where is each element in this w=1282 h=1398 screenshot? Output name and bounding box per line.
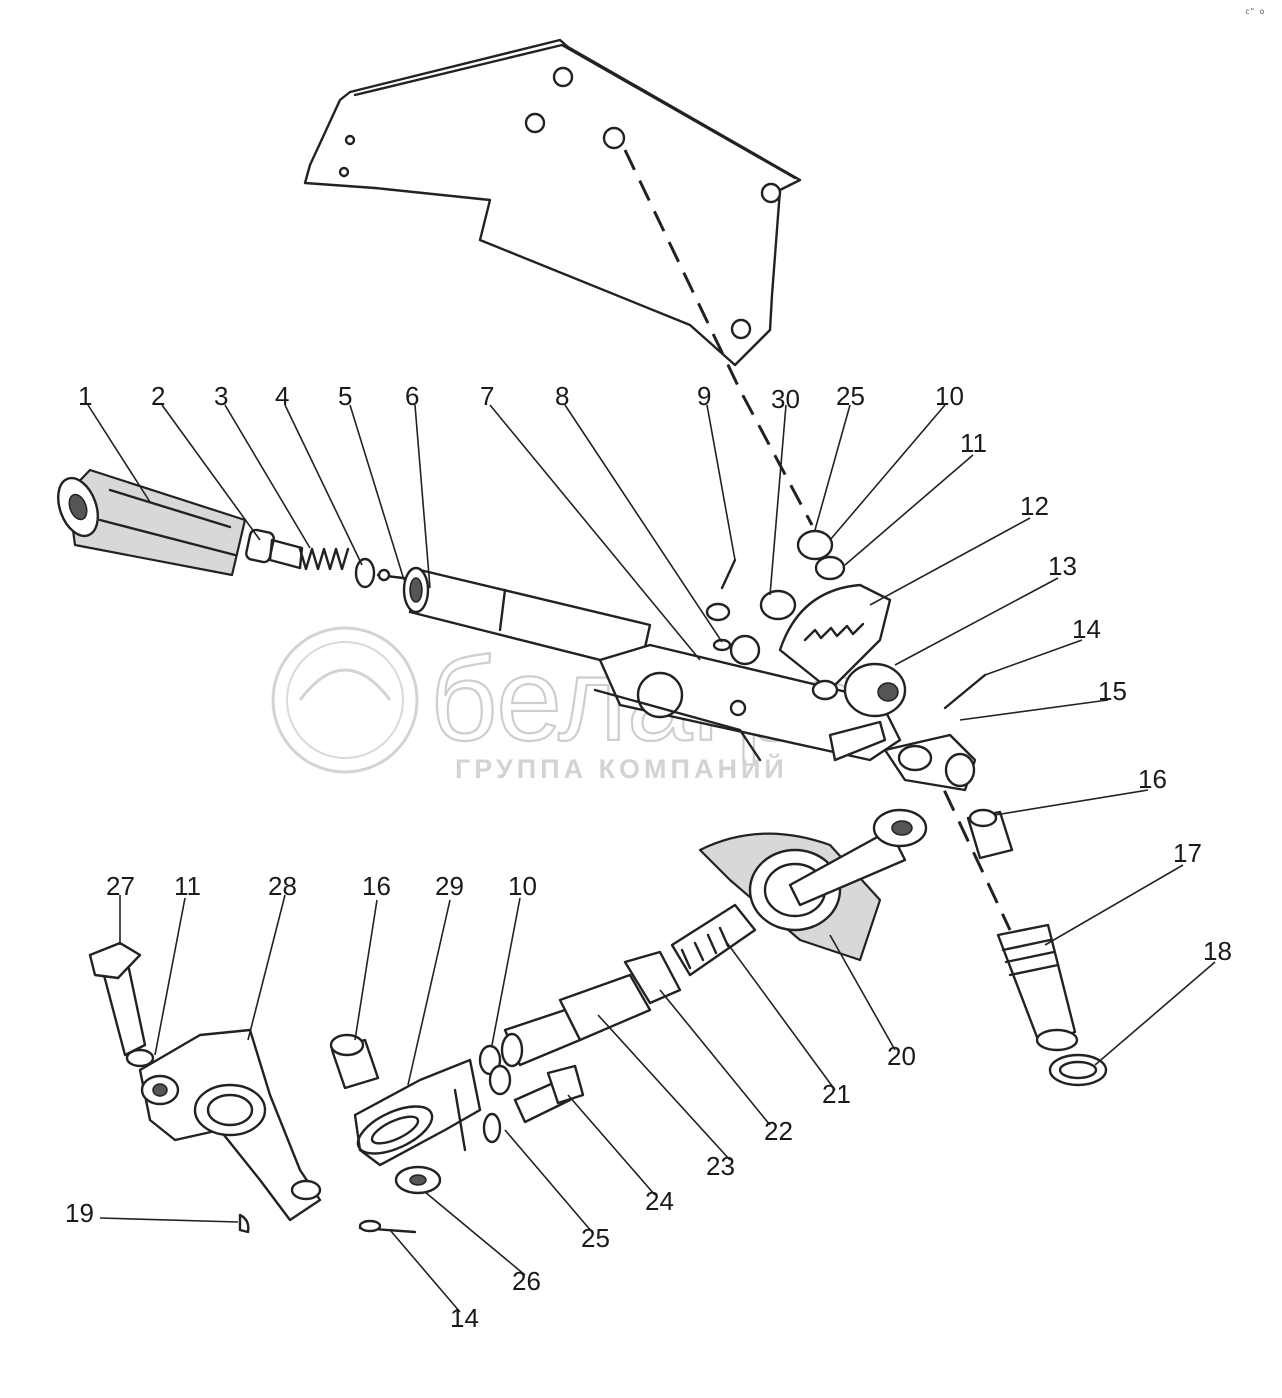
callout-24: 24	[645, 1186, 674, 1216]
handle-grip	[57, 468, 247, 577]
assembly-axis-line	[623, 149, 814, 526]
rod-assembly	[500, 808, 928, 1068]
callout-26: 26	[512, 1266, 541, 1296]
callout-2: 2	[151, 381, 165, 411]
callout-16-top: 16	[1138, 764, 1167, 794]
hardware-top	[705, 529, 846, 622]
pin-16-upper	[966, 808, 1014, 860]
callout-12: 12	[1020, 491, 1049, 521]
callout-18: 18	[1203, 936, 1232, 966]
leader-lines	[87, 404, 1216, 1313]
callout-19: 19	[65, 1198, 94, 1228]
callout-13: 13	[1048, 551, 1077, 581]
callout-16-bottom: 16	[362, 871, 391, 901]
callout-9: 9	[697, 381, 711, 411]
callout-15: 15	[1098, 676, 1127, 706]
lever-tube	[402, 566, 652, 672]
callout-6: 6	[405, 381, 419, 411]
callout-25-bottom: 25	[581, 1223, 610, 1253]
callout-29: 29	[435, 871, 464, 901]
callout-23: 23	[706, 1151, 735, 1181]
bolt-24	[513, 1064, 585, 1124]
fork-assembly	[329, 1033, 512, 1234]
callout-21: 21	[822, 1079, 851, 1109]
callout-11-top: 11	[960, 428, 987, 458]
corner-mark: с" о	[1245, 7, 1264, 16]
callout-labels: 1 2 3 4 5 6 7 8 9 30 25 10 11 12 13 14 1…	[65, 381, 1232, 1333]
callout-27: 27	[106, 871, 135, 901]
callout-3: 3	[214, 381, 228, 411]
callout-30: 30	[771, 384, 800, 414]
callout-7: 7	[480, 381, 494, 411]
callout-5: 5	[338, 381, 352, 411]
callout-4: 4	[275, 381, 289, 411]
lever-bracket	[593, 634, 902, 762]
callout-1: 1	[78, 381, 92, 411]
watermark-subtitle: ГРУППА КОМПАНИЙ	[455, 753, 788, 784]
callout-25-top: 25	[836, 381, 865, 411]
callout-22: 22	[764, 1116, 793, 1146]
callout-14-top: 14	[1072, 614, 1101, 644]
clevis-joint	[828, 673, 987, 792]
spring-ring	[1048, 1053, 1108, 1087]
assembly-axis-line-2	[928, 759, 1012, 931]
callout-8: 8	[555, 381, 569, 411]
threaded-pin	[996, 923, 1079, 1052]
bracket-28	[88, 941, 322, 1234]
callout-20: 20	[887, 1041, 916, 1071]
callout-10-bottom: 10	[508, 871, 537, 901]
callout-11-bottom: 11	[174, 871, 201, 901]
callout-10-top: 10	[935, 381, 964, 411]
callout-14-bottom: 14	[450, 1303, 479, 1333]
spring-assembly	[245, 528, 422, 589]
toothed-sector	[778, 583, 907, 718]
callout-17: 17	[1173, 838, 1202, 868]
callout-28: 28	[268, 871, 297, 901]
mounting-plate	[303, 38, 802, 367]
